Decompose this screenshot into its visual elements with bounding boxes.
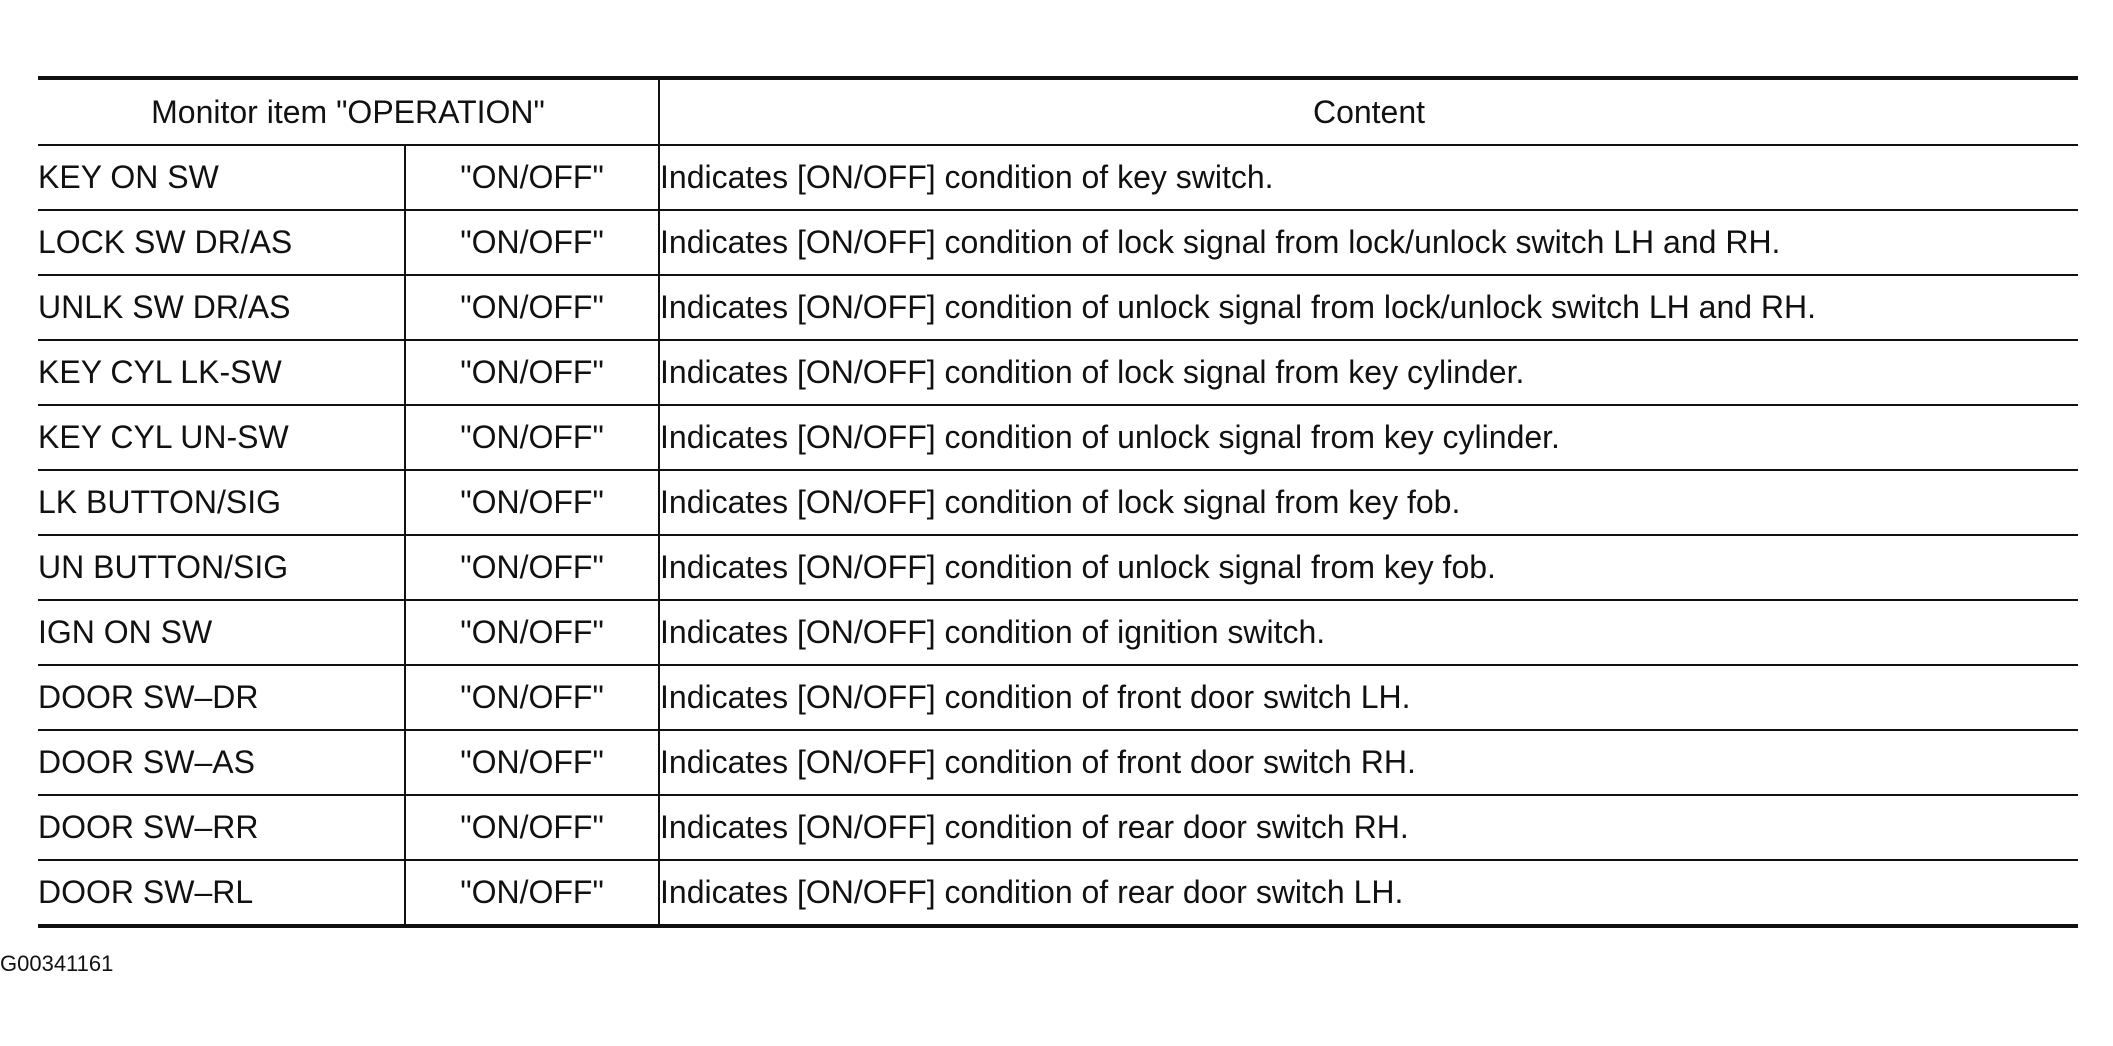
monitor-value-cell: "ON/OFF" — [405, 470, 660, 536]
content-cell: Indicates [ON/OFF] condition of lock sig… — [659, 340, 2078, 406]
monitor-value-cell: "ON/OFF" — [405, 145, 660, 211]
content-cell: Indicates [ON/OFF] condition of key swit… — [659, 145, 2078, 211]
content-cell: Indicates [ON/OFF] condition of lock sig… — [659, 470, 2078, 536]
monitor-value-cell: "ON/OFF" — [405, 860, 660, 926]
monitor-table-container: Monitor item "OPERATION" Content KEY ON … — [38, 76, 2078, 928]
monitor-item-cell: KEY ON SW — [38, 145, 406, 211]
monitor-value-cell: "ON/OFF" — [405, 405, 660, 471]
table-row: UN BUTTON/SIG"ON/OFF"Indicates [ON/OFF] … — [38, 535, 2078, 601]
table-row: UNLK SW DR/AS"ON/OFF"Indicates [ON/OFF] … — [38, 275, 2078, 341]
monitor-value-cell: "ON/OFF" — [405, 665, 660, 731]
monitor-value-cell: "ON/OFF" — [405, 210, 660, 276]
table-row: IGN ON SW"ON/OFF"Indicates [ON/OFF] cond… — [38, 600, 2078, 666]
content-cell: Indicates [ON/OFF] condition of front do… — [659, 665, 2078, 731]
figure-code: G00341161 — [0, 951, 114, 976]
header-monitor-item: Monitor item "OPERATION" — [38, 78, 660, 146]
monitor-item-cell: KEY CYL LK-SW — [38, 340, 406, 406]
content-cell: Indicates [ON/OFF] condition of rear doo… — [660, 874, 1404, 910]
monitor-item-cell: LK BUTTON/SIG — [38, 470, 406, 536]
monitor-item-cell: DOOR SW–AS — [38, 730, 406, 796]
monitor-item-cell: LOCK SW DR/AS — [38, 210, 406, 276]
monitor-value-cell: "ON/OFF" — [405, 340, 660, 406]
monitor-value-cell: "ON/OFF" — [405, 535, 660, 601]
monitor-item-cell: KEY CYL UN-SW — [38, 405, 406, 471]
monitor-item-cell: UN BUTTON/SIG — [38, 535, 406, 601]
content-cell: Indicates [ON/OFF] condition of rear doo… — [659, 795, 2078, 861]
table-row: DOOR SW–RL"ON/OFF"Indicates [ON/OFF] con… — [38, 860, 2078, 926]
monitor-item-cell: DOOR SW–RL — [38, 860, 406, 926]
monitor-item-table: Monitor item "OPERATION" Content KEY ON … — [38, 76, 2078, 928]
monitor-item-cell: UNLK SW DR/AS — [38, 275, 406, 341]
header-content: Content — [659, 78, 2078, 146]
monitor-value-cell: "ON/OFF" — [405, 275, 660, 341]
monitor-item-cell: DOOR SW–DR — [38, 665, 406, 731]
content-cell: Indicates [ON/OFF] condition of front do… — [659, 730, 2078, 796]
table-row: DOOR SW–AS"ON/OFF"Indicates [ON/OFF] con… — [38, 730, 2078, 796]
content-cell: Indicates [ON/OFF] condition of lock sig… — [659, 210, 2078, 276]
table-body: KEY ON SW"ON/OFF"Indicates [ON/OFF] cond… — [38, 145, 2078, 926]
table-row: DOOR SW–DR"ON/OFF"Indicates [ON/OFF] con… — [38, 665, 2078, 731]
table-row: KEY CYL UN-SW"ON/OFF"Indicates [ON/OFF] … — [38, 405, 2078, 471]
table-row: LK BUTTON/SIG"ON/OFF"Indicates [ON/OFF] … — [38, 470, 2078, 536]
table-row: KEY CYL LK-SW"ON/OFF"Indicates [ON/OFF] … — [38, 340, 2078, 406]
table-row: KEY ON SW"ON/OFF"Indicates [ON/OFF] cond… — [38, 145, 2078, 211]
monitor-item-cell: IGN ON SW — [38, 600, 406, 666]
table-row: DOOR SW–RR"ON/OFF"Indicates [ON/OFF] con… — [38, 795, 2078, 861]
table-header-row: Monitor item "OPERATION" Content — [38, 78, 2078, 146]
content-cell: Indicates [ON/OFF] condition of unlock s… — [659, 405, 2078, 471]
content-cell: Indicates [ON/OFF] condition of unlock s… — [659, 535, 2078, 601]
table-row: LOCK SW DR/AS"ON/OFF"Indicates [ON/OFF] … — [38, 210, 2078, 276]
monitor-value-cell: "ON/OFF" — [405, 730, 660, 796]
content-cell: Indicates [ON/OFF] condition of unlock s… — [659, 275, 2078, 341]
monitor-value-cell: "ON/OFF" — [405, 795, 660, 861]
content-cell: Indicates [ON/OFF] condition of ignition… — [659, 600, 2078, 666]
monitor-item-cell: DOOR SW–RR — [38, 795, 406, 861]
monitor-value-cell: "ON/OFF" — [405, 600, 660, 666]
